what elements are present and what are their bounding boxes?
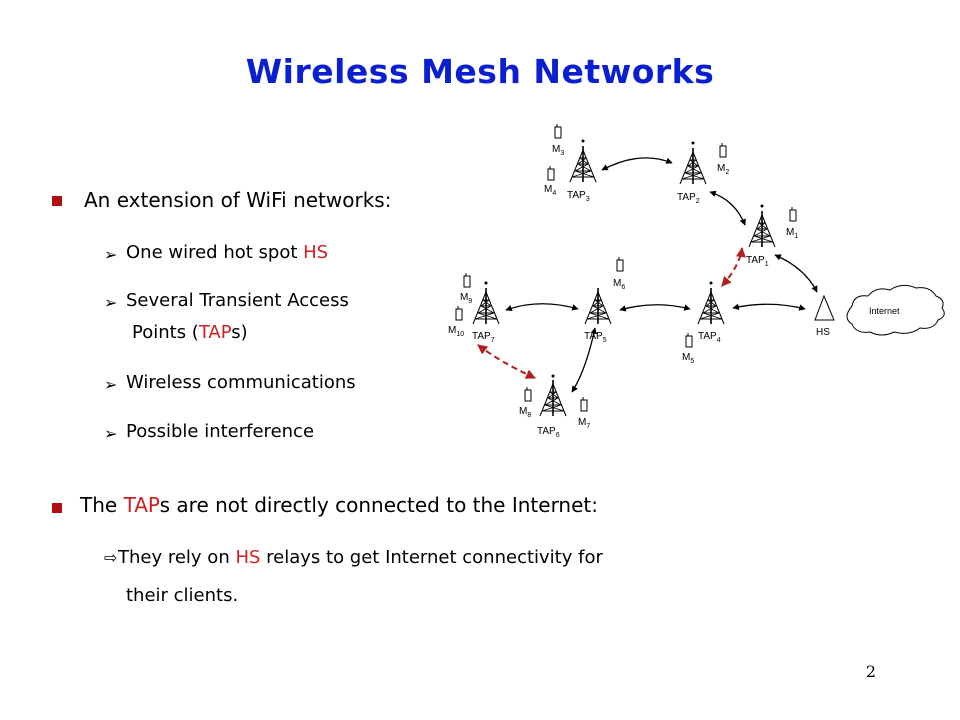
mobile-m7-icon <box>580 396 588 412</box>
arrow-bullet-icon: ➢ <box>104 293 118 312</box>
mobile-m5-icon <box>685 332 693 348</box>
bullet-extension-wifi: An extension of WiFi networks: <box>84 188 392 212</box>
arrow-bullet-icon: ➢ <box>104 375 118 394</box>
label-tap1: TAP1 <box>746 255 769 268</box>
hs-highlight: HS <box>303 242 329 263</box>
label-tap4: TAP4 <box>698 331 721 344</box>
label-hs: HS <box>816 327 830 338</box>
tap5-tower <box>584 287 612 325</box>
b2-text: s are not directly connected to the Inte… <box>159 493 598 517</box>
slide-title: Wireless Mesh Networks <box>245 52 715 91</box>
mobile-m6-icon <box>616 256 624 272</box>
sub-bullet-wireless: Wireless communications <box>126 372 356 393</box>
hs-highlight: HS <box>235 547 261 568</box>
sub-text: Points ( <box>132 322 199 343</box>
label-m5: M5 <box>682 352 694 365</box>
mobile-m9-icon <box>463 272 471 288</box>
bullet-square <box>52 196 62 206</box>
sub-bullet-interference: Possible interference <box>126 421 315 442</box>
mobile-m3-icon <box>554 123 562 139</box>
mobile-m2-icon <box>719 142 727 158</box>
page-number: 2 <box>865 662 876 681</box>
label-m8: M8 <box>519 406 531 419</box>
bullet-square <box>52 503 62 513</box>
label-tap2: TAP2 <box>677 192 700 205</box>
tap7-tower <box>472 281 500 325</box>
tap-highlight: TAP <box>198 322 232 343</box>
sub-bullet-hs-relays-line2: their clients. <box>126 585 239 606</box>
sub-text: They rely on <box>118 547 236 568</box>
label-m3: M3 <box>552 144 564 157</box>
sub-text: s) <box>231 322 248 343</box>
label-tap7: TAP7 <box>472 331 495 344</box>
mobile-m8-icon <box>524 386 532 402</box>
sub-bullet-hs: One wired hot spot HS <box>126 242 328 263</box>
label-m4: M4 <box>544 184 556 197</box>
sub-bullet-taps-line2: Points (TAPs) <box>132 322 248 343</box>
tap2-tower <box>679 141 707 185</box>
mobile-m1-icon <box>789 206 797 222</box>
b2-text: The <box>80 493 124 517</box>
hs-hotspot-icon <box>814 294 835 321</box>
label-m1: M1 <box>786 227 798 240</box>
label-tap6: TAP6 <box>537 426 560 439</box>
bullet-taps-not-connected: The TAPs are not directly connected to t… <box>80 493 598 517</box>
arrow-bullet-icon: ➢ <box>104 424 118 443</box>
mobile-m4-icon <box>547 165 555 181</box>
mobile-m10-icon <box>455 305 463 321</box>
sub-bullet-taps-line1: Several Transient Access <box>126 290 349 311</box>
label-tap3: TAP3 <box>567 190 590 203</box>
label-m6: M6 <box>613 278 625 291</box>
sub-text: One wired hot spot <box>126 242 304 263</box>
sub-text: relays to get Internet connectivity for <box>260 547 603 568</box>
tap3-tower <box>569 139 597 183</box>
label-internet: Internet <box>869 306 900 316</box>
label-m10: M10 <box>448 325 464 338</box>
tap1-tower <box>748 204 776 248</box>
label-m9: M9 <box>460 292 472 305</box>
tap-highlight: TAP <box>123 493 160 517</box>
label-m7: M7 <box>578 417 590 430</box>
label-m2: M2 <box>717 163 729 176</box>
tap6-tower <box>539 374 567 417</box>
internet-cloud-icon <box>846 284 945 336</box>
tap4-tower <box>697 281 725 325</box>
wireless-links <box>505 157 818 393</box>
sub-bullet-hs-relays: They rely on HS relays to get Internet c… <box>118 547 603 568</box>
label-tap5: TAP5 <box>584 331 607 344</box>
arrow-bullet-icon: ➢ <box>104 245 118 264</box>
hollow-arrow-icon: ⇨ <box>104 548 118 567</box>
interference-links <box>477 247 746 379</box>
